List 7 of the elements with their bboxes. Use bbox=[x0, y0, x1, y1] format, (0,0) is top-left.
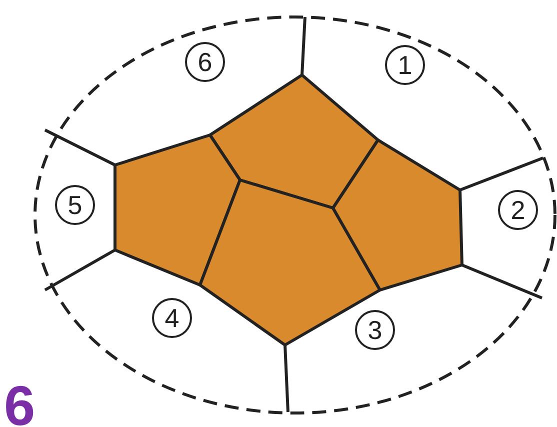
region-number: 4 bbox=[152, 298, 192, 338]
exercise-number: 6 bbox=[4, 378, 36, 427]
region-number: 6 bbox=[185, 42, 225, 82]
region-number: 2 bbox=[498, 190, 538, 230]
region-number: 3 bbox=[355, 310, 395, 350]
region-number: 1 bbox=[385, 45, 425, 85]
region-number: 5 bbox=[55, 185, 95, 225]
